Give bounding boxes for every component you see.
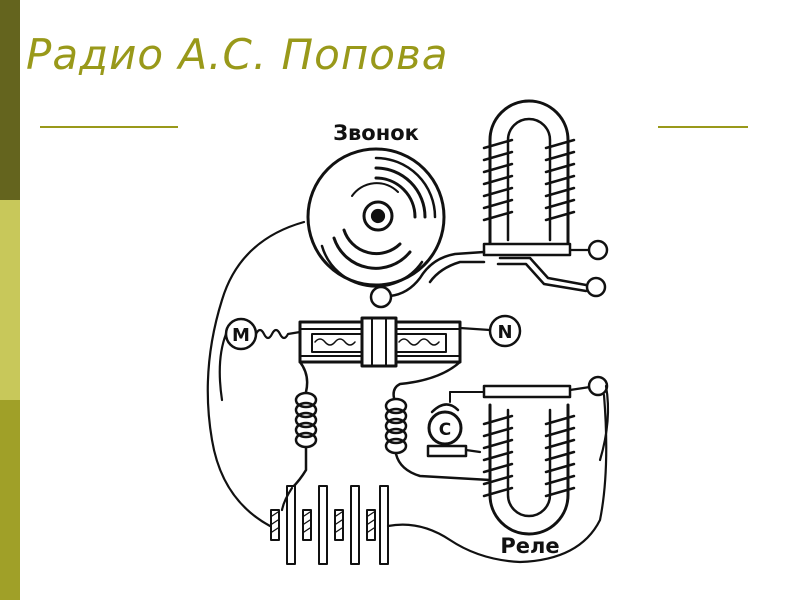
side-stripe-middle <box>0 200 20 400</box>
bell-label: Звонок <box>333 121 419 145</box>
terminal-c <box>426 403 482 458</box>
upper-electromagnet <box>369 99 609 309</box>
terminal-n-label: N <box>497 322 512 343</box>
terminal-m-label: M <box>232 325 250 346</box>
battery <box>270 485 389 565</box>
relay-label: Реле <box>500 534 559 558</box>
coherer <box>224 314 522 368</box>
right-choke <box>384 360 492 482</box>
terminal-c-label: C <box>439 420 451 440</box>
side-stripe-bottom <box>0 400 20 600</box>
bell <box>306 147 446 288</box>
relay <box>449 375 609 536</box>
wires <box>206 220 610 564</box>
side-stripe-top <box>0 0 20 200</box>
title-rule-right <box>658 126 748 128</box>
slide-title: Радио А.С. Попова <box>26 30 449 79</box>
title-rule-left <box>40 126 178 128</box>
left-choke <box>290 360 318 490</box>
